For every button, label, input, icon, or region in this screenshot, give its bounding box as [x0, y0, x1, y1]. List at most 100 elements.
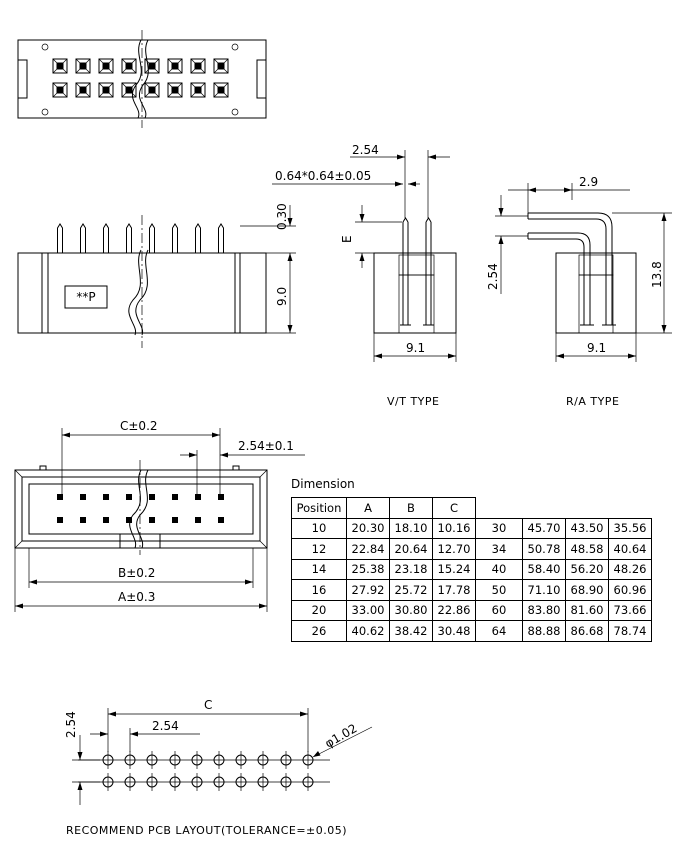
table-cell: 60 — [475, 599, 523, 621]
table-cell: 38.42 — [389, 620, 433, 642]
table-cell: 88.88 — [522, 620, 566, 642]
plan-pin — [190, 58, 206, 74]
table-cell: 50 — [475, 579, 523, 601]
top-pin — [149, 494, 155, 500]
ra-offset: 2.9 — [579, 175, 598, 189]
pcb-layout: C 2.54 2.54 φ1.02 RECOMMEND PCB LAYOUT(T… — [64, 698, 373, 837]
table-cell: 25.38 — [346, 558, 390, 580]
top-pin — [172, 517, 178, 523]
vt-pin-size: 0.64*0.64±0.05 — [275, 169, 371, 183]
pcb-pitch-h: 2.54 — [152, 719, 179, 733]
table-cell: 56.20 — [565, 558, 609, 580]
table-cell: 45.70 — [522, 517, 566, 539]
table-cell: 26 — [291, 620, 347, 642]
table-cell: 86.68 — [565, 620, 609, 642]
top-pin — [172, 494, 178, 500]
table-cell: 35.56 — [608, 517, 652, 539]
table-cell: 22.84 — [346, 538, 390, 560]
table-cell: 30.80 — [389, 599, 433, 621]
table-cell: 17.78 — [432, 579, 476, 601]
top-view: C±0.2 2.54±0.1 B±0.2 A±0.3 — [14, 419, 305, 612]
top-pin — [126, 517, 132, 523]
table-cell: 27.92 — [346, 579, 390, 601]
plan-pin — [52, 58, 68, 74]
table-cell: 83.80 — [522, 599, 566, 621]
table-cell: 14 — [291, 558, 347, 580]
table-cell: 30 — [475, 517, 523, 539]
table-cell: 12.70 — [432, 538, 476, 560]
plan-pin — [121, 82, 137, 98]
table-cell: 50.78 — [522, 538, 566, 560]
vt-caption: V/T TYPE — [387, 395, 439, 408]
side-pin — [149, 223, 155, 253]
plan-pin — [144, 82, 160, 98]
pcb-caption: RECOMMEND PCB LAYOUT(TOLERANCE=±0.05) — [66, 824, 347, 837]
vt-width: 9.1 — [406, 341, 425, 355]
table-cell: 20.64 — [389, 538, 433, 560]
table-header-cell: B — [389, 497, 433, 519]
table-cell: 16 — [291, 579, 347, 601]
top-pin — [57, 517, 63, 523]
table-cell: 10.16 — [432, 517, 476, 539]
table-cell: 34 — [475, 538, 523, 560]
side-pin — [80, 223, 86, 253]
plan-pin — [167, 82, 183, 98]
table-cell: 33.00 — [346, 599, 390, 621]
table-cell: 60.96 — [608, 579, 652, 601]
ra-pitch: 2.54 — [486, 263, 500, 290]
plan-pin — [213, 82, 229, 98]
side-pin — [218, 223, 224, 253]
top-b-dim: B±0.2 — [118, 566, 155, 580]
top-pin — [103, 494, 109, 500]
ra-width: 9.1 — [587, 341, 606, 355]
dimension-title: Dimension — [291, 477, 355, 491]
table-cell: 23.18 — [389, 558, 433, 580]
table-cell: 10 — [291, 517, 347, 539]
pcb-hole-dia: φ1.02 — [323, 721, 360, 750]
table-cell: 73.66 — [608, 599, 652, 621]
plan-view — [17, 30, 267, 128]
table-cell: 78.74 — [608, 620, 652, 642]
side-pin — [126, 223, 132, 253]
table-cell: 48.26 — [608, 558, 652, 580]
top-pitch: 2.54±0.1 — [238, 439, 294, 453]
table-header-cell: C — [432, 497, 476, 519]
pcb-pitch-v: 2.54 — [64, 711, 78, 738]
table-cell: 18.10 — [389, 517, 433, 539]
side-pin — [172, 223, 178, 253]
dim-030: 0.30 — [275, 203, 289, 230]
table-cell: 12 — [291, 538, 347, 560]
vt-e-label: E — [340, 235, 354, 243]
part-label-box — [64, 285, 108, 309]
pcb-c-label: C — [204, 698, 212, 712]
vt-pitch: 2.54 — [352, 143, 379, 157]
table-header-cell: A — [346, 497, 390, 519]
top-pin — [195, 517, 201, 523]
top-pin — [218, 494, 224, 500]
plan-pin — [190, 82, 206, 98]
vt-type-view: 2.54 0.64*0.64±0.05 E 9.1 V/T TYPE — [272, 143, 457, 408]
side-pin — [57, 223, 63, 253]
side-pin — [103, 223, 109, 253]
table-cell: 25.72 — [389, 579, 433, 601]
side-pin — [195, 223, 201, 253]
table-cell: 40 — [475, 558, 523, 580]
top-pin — [195, 494, 201, 500]
table-cell: 71.10 — [522, 579, 566, 601]
plan-pin — [52, 82, 68, 98]
top-pin — [80, 517, 86, 523]
top-pin — [218, 517, 224, 523]
table-cell: 58.40 — [522, 558, 566, 580]
plan-pin — [98, 58, 114, 74]
table-cell: 40.62 — [346, 620, 390, 642]
top-pin — [126, 494, 132, 500]
table-cell: 68.90 — [565, 579, 609, 601]
ra-height: 13.8 — [650, 261, 664, 288]
